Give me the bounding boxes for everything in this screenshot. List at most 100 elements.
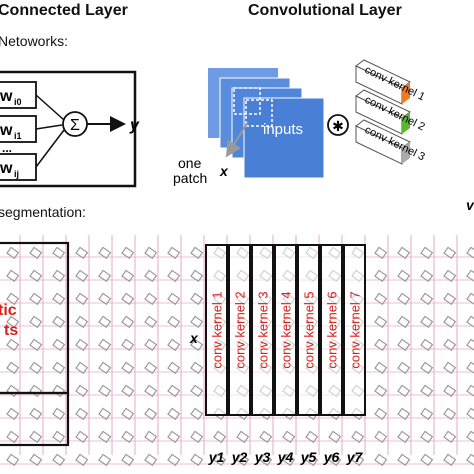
patch-box (233, 87, 261, 115)
pixel-cell (29, 315, 43, 329)
pixel-cell (190, 430, 204, 444)
pixel-cell (144, 292, 158, 306)
weight-subscript: ij (14, 169, 19, 179)
kernel-column-3: conv kernel 3y3 (251, 244, 274, 465)
pixel-cell (6, 269, 20, 283)
pixel-cell (466, 315, 474, 329)
pixel-cell (443, 384, 457, 398)
title-connected-layer: Connected Layer (0, 2, 128, 19)
pixel-cell (167, 315, 181, 329)
pixel-cell (420, 453, 434, 467)
pixel-cell (98, 384, 112, 398)
pixel-cell (144, 315, 158, 329)
pixel-cell (75, 269, 89, 283)
seg-x-label: x (189, 330, 199, 346)
pixel-cell (75, 292, 89, 306)
pixel-cell (167, 246, 181, 260)
pixel-cell (443, 315, 457, 329)
input-slab (243, 97, 325, 179)
pixel-cell (420, 315, 434, 329)
kernel-column-box (343, 244, 366, 416)
pixel-cell (443, 246, 457, 260)
pixel-cell (52, 407, 66, 421)
pixel-cell (397, 292, 411, 306)
output-label: y1 (208, 449, 225, 465)
pixel-cell (75, 315, 89, 329)
pixel-cell (29, 246, 43, 260)
pixel-cell (98, 338, 112, 352)
pixel-cell (98, 246, 112, 260)
pixel-cell (259, 430, 273, 444)
pixel-cell (190, 315, 204, 329)
pixel-cell (190, 269, 204, 283)
pixel-cell (397, 338, 411, 352)
kernel-column-box (251, 244, 274, 416)
pixel-cell (397, 453, 411, 467)
pixel-cell (420, 338, 434, 352)
pixel-cell (144, 246, 158, 260)
pixel-cell (374, 407, 388, 421)
pixel-cell (282, 453, 296, 467)
pixel-cell (397, 407, 411, 421)
pixel-cell (167, 407, 181, 421)
convolution-operator (327, 114, 349, 136)
pixel-cell (190, 246, 204, 260)
pixel-cell (443, 338, 457, 352)
pixel-cell (121, 246, 135, 260)
fully-connected-diagram: w i0 w i1 ... w ij Σ y (0, 70, 140, 188)
pixel-cell (328, 430, 342, 444)
pixel-cell (167, 430, 181, 444)
weight-label: w (0, 88, 13, 105)
pixel-cell (374, 453, 388, 467)
pixel-cell (259, 453, 273, 467)
kernel-column-box (205, 244, 228, 416)
pixel-cell (75, 246, 89, 260)
pixel-cell (190, 453, 204, 467)
kernel-column-1: conv kernel 1 y1 (205, 244, 228, 465)
patch-box (245, 99, 273, 127)
pixel-cell (6, 315, 20, 329)
pixel-cell (6, 430, 20, 444)
weight-box-0: w i0 (0, 81, 37, 109)
kernel-column-box (297, 244, 320, 416)
output-label: y7 (346, 449, 364, 465)
pixel-cell (305, 453, 319, 467)
pixel-cell (466, 292, 474, 306)
pixel-cell (466, 269, 474, 283)
pixel-cell (121, 269, 135, 283)
pixel-cell (443, 430, 457, 444)
kernel-column-label: conv kernel 4 (279, 291, 294, 368)
kernel-column-4: conv kernel 4y4 (274, 244, 297, 465)
pixel-cell (420, 361, 434, 375)
pixel-cell (29, 361, 43, 375)
title-convolutional-layer: Convolutional Layer (248, 2, 402, 19)
pixel-cell (397, 430, 411, 444)
pixel-cell (98, 292, 112, 306)
pixel-cell (144, 338, 158, 352)
pixel-cell (374, 338, 388, 352)
right-edge-y: y (465, 197, 474, 210)
operator-symbol: ✱ (332, 118, 344, 134)
pixel-cell (443, 292, 457, 306)
pixel-cell (420, 384, 434, 398)
pixel-cell (52, 338, 66, 352)
one-label: one (178, 155, 202, 171)
pixel-cell (52, 246, 66, 260)
weight-ellipsis: ... (2, 141, 12, 155)
pixel-cell (305, 430, 319, 444)
pixel-cell (213, 430, 227, 444)
pixel-cell (144, 361, 158, 375)
kernel-column-label: conv kernel 1 (210, 291, 225, 368)
pixel-cell (374, 246, 388, 260)
output-label: y3 (254, 449, 271, 465)
pixel-cell (374, 430, 388, 444)
pixel-cell (466, 384, 474, 398)
weight-subscript: i0 (14, 97, 22, 107)
pixel-cell (52, 292, 66, 306)
pixel-cell (144, 407, 158, 421)
weight-label: w (0, 122, 13, 139)
pixel-cell (167, 338, 181, 352)
pixel-cell (374, 384, 388, 398)
pixel-cell (29, 407, 43, 421)
